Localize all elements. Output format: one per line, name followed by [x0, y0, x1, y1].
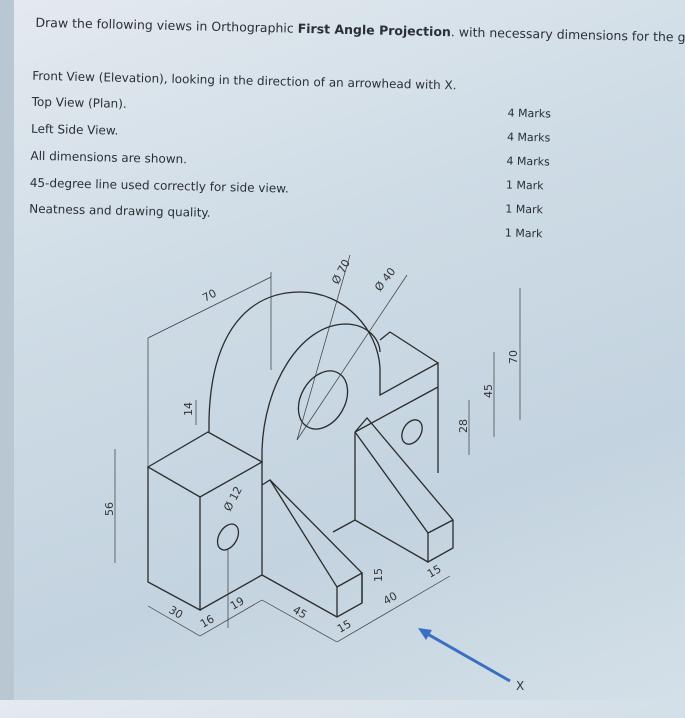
dim-15-rib: 15 [372, 568, 385, 582]
dim-15-right: 15 [425, 562, 444, 580]
screen-edge [0, 0, 14, 700]
dimension-labels: 70 Ø 70 Ø 40 14 56 Ø 12 30 16 19 45 15 1… [103, 257, 520, 635]
arrowhead-icon [418, 628, 432, 640]
object-outline [146, 291, 454, 618]
dim-70-vertical: 70 [507, 350, 520, 364]
dim-14: 14 [182, 402, 195, 416]
arrow-label: X [516, 679, 524, 693]
dim-40: 40 [381, 589, 400, 607]
dim-dia-40: Ø 40 [372, 265, 398, 294]
dim-56: 56 [103, 502, 116, 516]
dim-70-top: 70 [200, 287, 218, 305]
dim-28: 28 [457, 419, 470, 433]
arrow-line [423, 630, 511, 683]
dim-19: 19 [228, 594, 247, 612]
dim-dia-70: Ø 70 [329, 257, 353, 286]
isometric-drawing: 70 Ø 70 Ø 40 14 56 Ø 12 30 16 19 45 15 1… [103, 254, 524, 693]
dim-16: 16 [198, 612, 217, 630]
view-direction-arrow: X [418, 628, 524, 693]
dim-15-base: 15 [335, 617, 354, 635]
dimension-lines [114, 254, 521, 643]
dim-dia-12: Ø 12 [221, 484, 245, 513]
dim-45: 45 [291, 603, 310, 621]
dim-30: 30 [167, 603, 186, 621]
dim-45-vertical: 45 [482, 384, 495, 398]
